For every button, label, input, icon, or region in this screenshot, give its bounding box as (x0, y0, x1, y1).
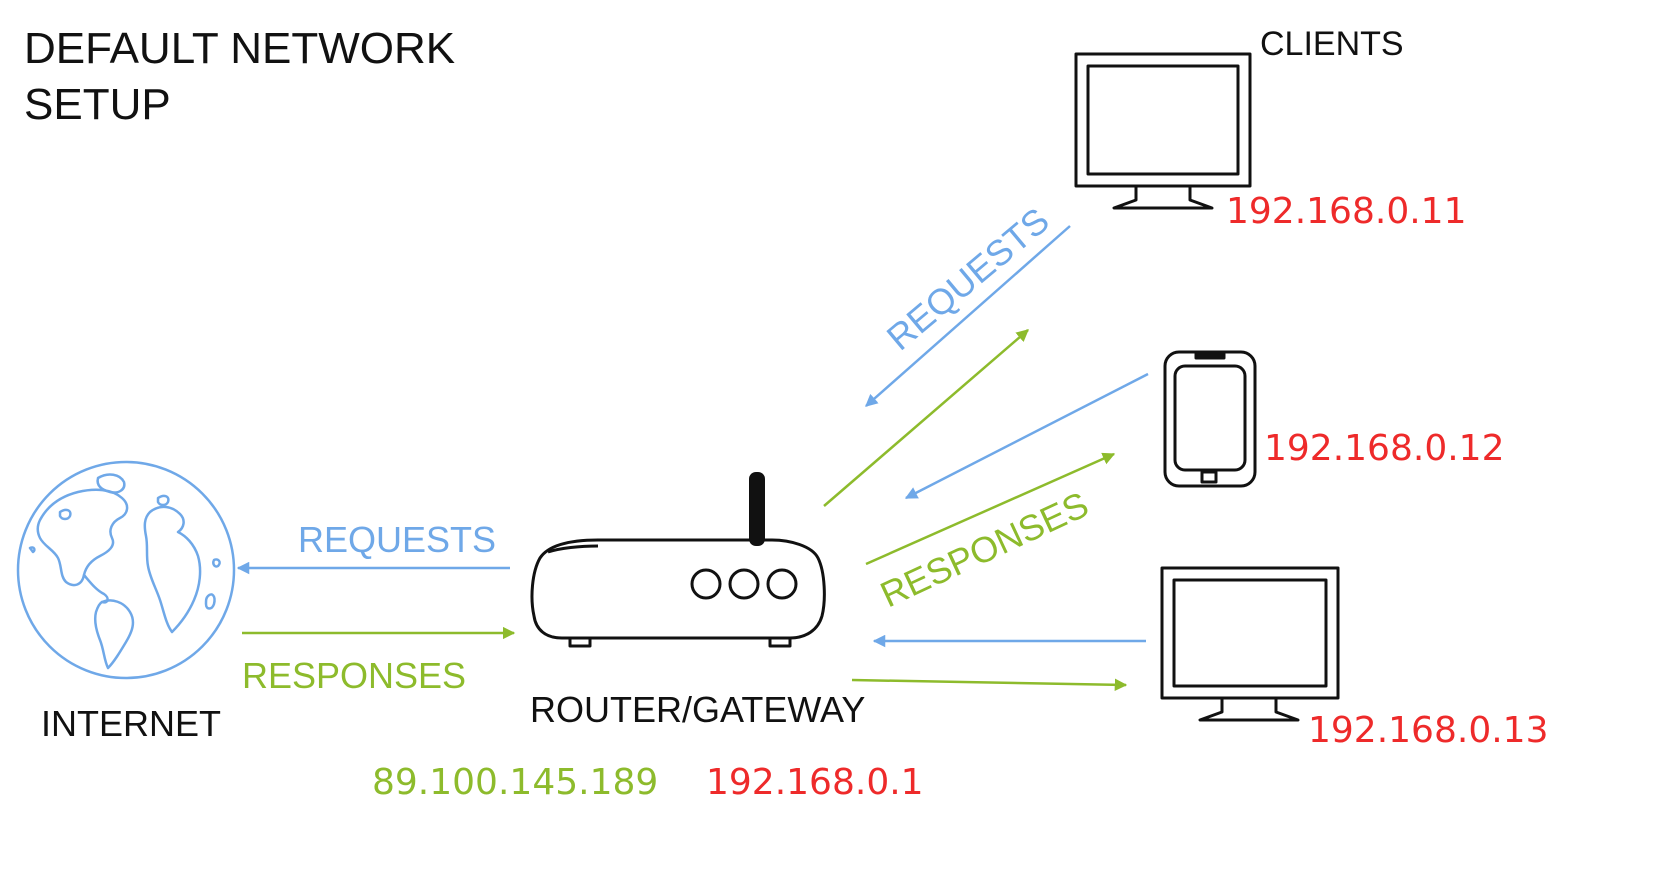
globe-icon (16, 460, 236, 680)
monitor-icon (1074, 52, 1252, 210)
clients-label: CLIENTS (1260, 25, 1404, 63)
client-ip-3: 192.168.0.13 (1308, 710, 1548, 751)
internet-requests-label: REQUESTS (298, 519, 496, 560)
client-requests-label: REQUESTS (879, 199, 1057, 358)
internet-label: INTERNET (41, 703, 221, 744)
monitor-icon (1160, 566, 1340, 722)
client-2-requests-arrow (904, 372, 1149, 500)
client-responses-label: RESPONSES (874, 483, 1094, 615)
client-2-responses-arrow (865, 452, 1116, 566)
client-1-requests-arrow (865, 225, 1071, 407)
router-icon (530, 472, 826, 648)
client-ip-2: 192.168.0.12 (1264, 428, 1504, 469)
client-3-responses-arrow (851, 678, 1128, 692)
smartphone-icon (1163, 350, 1257, 488)
router-public-ip: 89.100.145.189 (372, 762, 658, 803)
diagram-title-line-2: SETUP (24, 80, 171, 129)
client-ip-1: 192.168.0.11 (1226, 191, 1466, 232)
router-private-ip: 192.168.0.1 (706, 762, 924, 803)
internet-responses-label: RESPONSES (242, 655, 466, 696)
router-label: ROUTER/GATEWAY (530, 689, 865, 730)
diagram-title-line-1: DEFAULT NETWORK (24, 24, 455, 73)
client-1-responses-arrow (823, 329, 1029, 507)
